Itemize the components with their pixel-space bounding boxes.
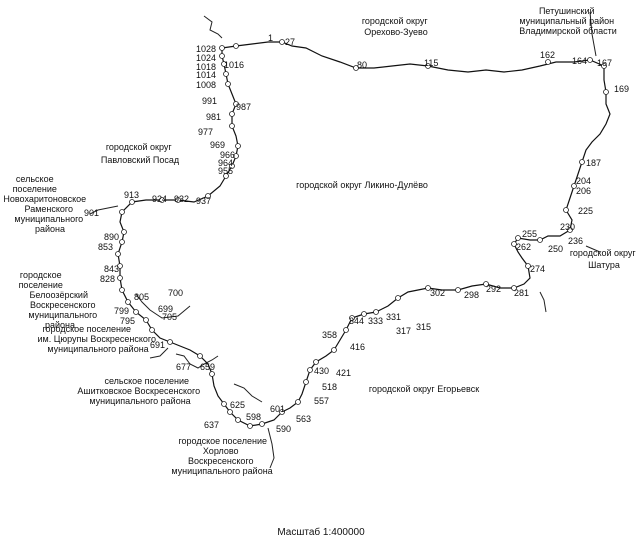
point-label: 937 (196, 196, 211, 206)
point-label: 416 (350, 342, 365, 352)
point-label: 167 (597, 58, 612, 68)
point-label: 230 (560, 222, 575, 232)
point-label: 344 (349, 316, 364, 326)
point-label: 317 (396, 326, 411, 336)
point-label: 162 (540, 50, 555, 60)
point-label: 843 (104, 264, 119, 274)
adjacent-boundaries (89, 11, 601, 469)
point-label: 969 (210, 140, 225, 150)
point-label: 828 (100, 274, 115, 284)
point-label: 262 (516, 242, 531, 252)
point-label: 853 (98, 242, 113, 252)
region-label-egorievsk: городской округ Егорьевск (369, 384, 479, 394)
point-label: 964 (218, 158, 233, 168)
region-label-orekhovo: городской округ Орехово-Зуево (362, 16, 430, 37)
region-label-ashitkovskoe: сельское поселение Ашитковское Воскресен… (77, 376, 202, 406)
region-label-beloozersky: городское поселение Белоозёрский Воскрес… (19, 270, 100, 330)
point-label: 590 (276, 424, 291, 434)
point-labels: 1 27 80 115 162 164 167 169 187 204 206 … (84, 33, 629, 434)
point-label: 598 (246, 412, 261, 422)
region-labels: городской округ Орехово-Зуево Петушински… (3, 6, 638, 476)
point-label: 274 (530, 264, 545, 274)
region-label-central: городской округ Ликино-Дулёво (296, 180, 428, 190)
region-label-tsyurupy: городское поселение им. Цюрупы Воскресен… (38, 324, 159, 354)
point-label: 924 (152, 194, 167, 204)
region-label-khorlovo: городское поселение Хорлово Воскресенско… (171, 436, 272, 476)
point-label: 518 (322, 382, 337, 392)
point-label: 625 (230, 400, 245, 410)
point-label: 1016 (224, 60, 244, 70)
point-label: 1024 (196, 53, 216, 63)
region-label-petushinsky: Петушинский муниципальный район Владимир… (519, 6, 617, 36)
point-label: 187 (586, 158, 601, 168)
point-label: 358 (322, 330, 337, 340)
point-label: 1008 (196, 80, 216, 90)
point-label: 659 (200, 362, 215, 372)
point-label: 292 (486, 284, 501, 294)
point-label: 1 (268, 33, 273, 43)
region-label-shatura: городской округ Шатура (570, 248, 638, 270)
point-label: 225 (578, 206, 593, 216)
point-label: 302 (430, 288, 445, 298)
point-label: 955 (218, 166, 233, 176)
point-label: 795 (120, 316, 135, 326)
point-label: 430 (314, 366, 329, 376)
point-label: 987 (236, 102, 251, 112)
point-label: 331 (386, 312, 401, 322)
scale-label: Масштаб 1:400000 (277, 527, 365, 538)
point-label: 164 (572, 56, 587, 66)
point-label: 1028 (196, 44, 216, 54)
point-label: 557 (314, 396, 329, 406)
point-label: 281 (514, 288, 529, 298)
point-label: 115 (424, 58, 438, 68)
point-label: 204 (576, 176, 591, 186)
point-label: 991 (202, 96, 217, 106)
point-label: 206 (576, 186, 591, 196)
point-label: 637 (204, 420, 219, 430)
point-label: 699 (158, 304, 173, 314)
point-label: 705 (162, 312, 177, 322)
point-label: 563 (296, 414, 311, 424)
point-label: 1014 (196, 70, 216, 80)
point-label: 700 (168, 288, 183, 298)
point-label: 913 (124, 190, 139, 200)
point-label: 236 (568, 236, 583, 246)
region-label-pavlovsky: городской округ Павловский Посад (101, 142, 180, 165)
point-label: 315 (416, 322, 431, 332)
point-label: 977 (198, 127, 213, 137)
point-label: 966 (220, 150, 235, 160)
point-label: 805 (134, 292, 149, 302)
point-label: 27 (285, 37, 295, 47)
point-label: 677 (176, 362, 191, 372)
point-label: 80 (357, 60, 367, 70)
point-label: 799 (114, 306, 129, 316)
boundary-point-markers (115, 39, 609, 429)
region-label-novokharitonovskoe: сельское поселение Новохаритоновское Рам… (3, 174, 88, 234)
point-label: 169 (614, 84, 629, 94)
point-label: 901 (84, 208, 99, 218)
point-label: 421 (336, 368, 351, 378)
point-label: 691 (150, 340, 165, 350)
point-label: 298 (464, 290, 479, 300)
point-label: 981 (206, 112, 221, 122)
point-label: 255 (522, 229, 537, 239)
point-label: 601 (270, 404, 285, 414)
point-label: 333 (368, 316, 383, 326)
point-label: 250 (548, 244, 563, 254)
point-label: 1018 (196, 62, 216, 72)
point-label: 932 (174, 194, 189, 204)
point-label: 890 (104, 232, 119, 242)
